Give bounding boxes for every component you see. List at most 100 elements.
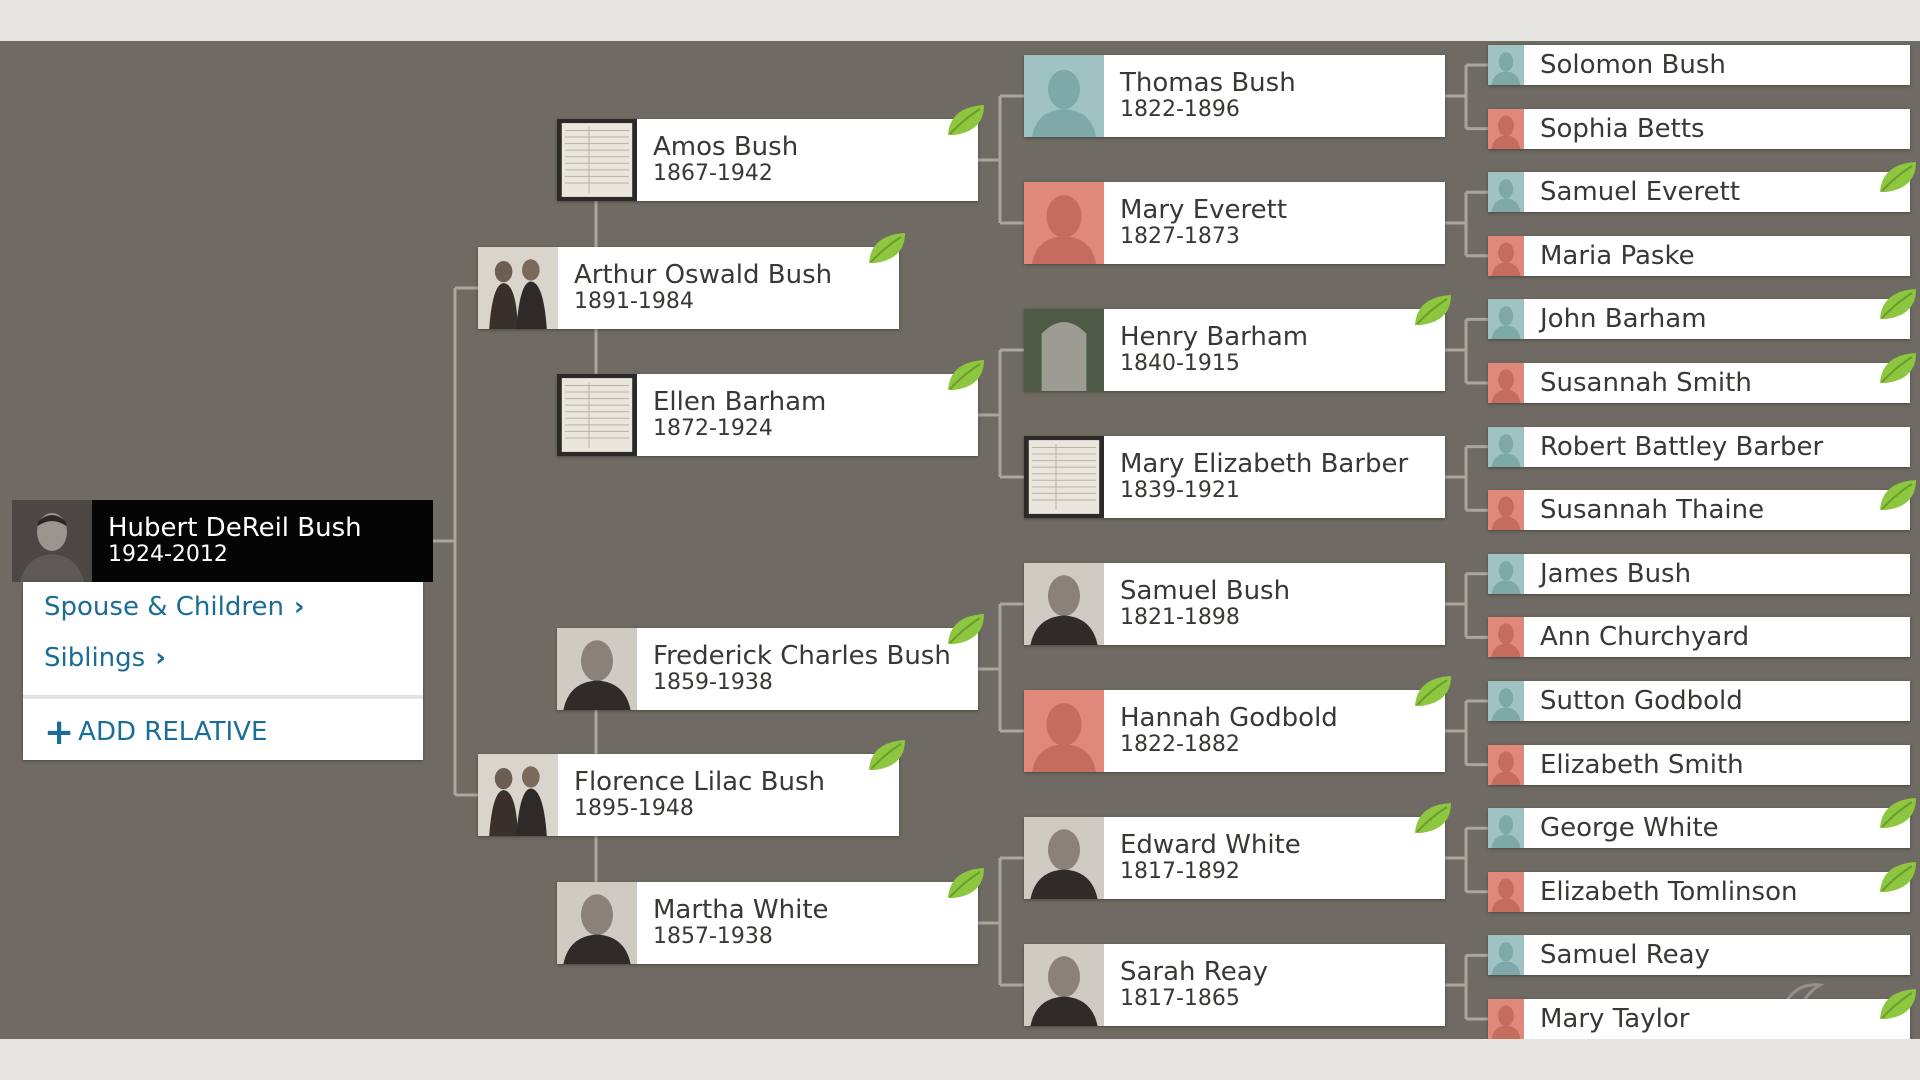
person-photo bbox=[557, 628, 637, 710]
person-name: Maria Paske bbox=[1540, 240, 1695, 271]
hint-leaf-icon[interactable] bbox=[1411, 799, 1455, 839]
person-photo bbox=[557, 882, 637, 964]
person-years: 1817-1865 bbox=[1120, 986, 1240, 1011]
person-card[interactable]: Solomon Bush bbox=[1488, 45, 1910, 85]
person-card[interactable]: Mary Taylor bbox=[1488, 989, 1916, 1039]
chevron-right-icon: › bbox=[155, 643, 166, 673]
silhouette-icon bbox=[1488, 235, 1524, 276]
person-name: Hannah Godbold bbox=[1120, 703, 1338, 733]
silhouette-icon bbox=[1488, 45, 1524, 85]
hint-leaf-icon[interactable] bbox=[1876, 158, 1920, 198]
silhouette-icon bbox=[1488, 999, 1524, 1039]
plus-icon: + bbox=[44, 712, 75, 753]
hint-leaf-icon[interactable] bbox=[1411, 672, 1455, 712]
person-card[interactable]: James Bush bbox=[1488, 553, 1910, 594]
person-card[interactable]: Elizabeth Smith bbox=[1488, 744, 1910, 785]
hint-leaf-icon[interactable] bbox=[865, 736, 909, 776]
person-name: Solomon Bush bbox=[1540, 50, 1726, 80]
silhouette-icon bbox=[1488, 172, 1524, 213]
person-card[interactable]: Ann Churchyard bbox=[1488, 617, 1910, 658]
silhouette-icon bbox=[1488, 299, 1524, 340]
root-person-photo bbox=[12, 500, 92, 582]
hint-leaf-icon[interactable] bbox=[1876, 794, 1920, 834]
person-photo bbox=[1024, 436, 1104, 518]
person-name: Samuel Everett bbox=[1540, 177, 1741, 208]
spouse-children-link[interactable]: Spouse & Children › bbox=[44, 592, 305, 622]
person-name: Samuel Bush bbox=[1120, 576, 1291, 606]
hint-leaf-icon[interactable] bbox=[944, 864, 988, 904]
person-photo bbox=[1024, 817, 1104, 899]
person-card[interactable]: Samuel Reay bbox=[1488, 935, 1910, 976]
person-years: 1867-1942 bbox=[653, 161, 773, 186]
person-name: Martha White bbox=[653, 895, 829, 925]
person-card[interactable]: Samuel Everett bbox=[1488, 162, 1916, 213]
silhouette-icon bbox=[1488, 681, 1524, 721]
person-name: Thomas Bush bbox=[1120, 68, 1296, 98]
person-name: Sarah Reay bbox=[1120, 957, 1269, 987]
person-photo bbox=[1024, 309, 1104, 391]
add-relative-button[interactable]: +ADD RELATIVE bbox=[44, 712, 267, 753]
person-card[interactable]: Susannah Thaine bbox=[1488, 480, 1916, 531]
person-years: 1840-1915 bbox=[1120, 351, 1240, 376]
bottom-strip bbox=[0, 1039, 1920, 1080]
person-card[interactable]: John Barham bbox=[1488, 289, 1916, 340]
person-card[interactable]: Susannah Smith bbox=[1488, 353, 1916, 403]
person-card[interactable]: Robert Battley Barber bbox=[1488, 426, 1910, 467]
person-name: Arthur Oswald Bush bbox=[574, 260, 833, 290]
person-years: 1859-1938 bbox=[653, 670, 773, 695]
person-years: 1895-1948 bbox=[574, 796, 694, 821]
siblings-label: Siblings bbox=[44, 643, 146, 673]
person-photo bbox=[478, 754, 558, 836]
hint-leaf-icon[interactable] bbox=[1876, 985, 1920, 1025]
hint-leaf-icon[interactable] bbox=[1411, 291, 1455, 331]
person-card[interactable]: Sutton Godbold bbox=[1488, 681, 1910, 721]
person-name: George White bbox=[1540, 813, 1719, 844]
root-person-card[interactable]: Hubert DeReil Bush 1924-2012 bbox=[12, 500, 433, 582]
person-name: John Barham bbox=[1540, 304, 1707, 335]
person-years: 1891-1984 bbox=[574, 289, 694, 314]
chevron-right-icon: › bbox=[293, 592, 305, 622]
person-name: Amos Bush bbox=[653, 132, 799, 162]
person-card[interactable]: George White bbox=[1488, 798, 1916, 849]
spouse-children-label: Spouse & Children bbox=[44, 592, 284, 622]
silhouette-icon bbox=[1488, 490, 1524, 531]
person-name: Elizabeth Tomlinson bbox=[1540, 876, 1798, 907]
siblings-link[interactable]: Siblings › bbox=[44, 643, 166, 673]
root-person-menu: Spouse & Children › Siblings › +ADD RELATI… bbox=[23, 582, 423, 760]
person-card[interactable]: Elizabeth Tomlinson bbox=[1488, 861, 1916, 912]
pedigree-tree-canvas[interactable]: Hubert DeReil Bush 1924-2012 Spouse & Ch… bbox=[0, 41, 1920, 1039]
person-name: Elizabeth Smith bbox=[1540, 749, 1744, 780]
hint-leaf-icon[interactable] bbox=[865, 229, 909, 269]
silhouette-icon bbox=[1488, 363, 1524, 403]
person-years: 1872-1924 bbox=[653, 416, 773, 441]
hint-leaf-icon[interactable] bbox=[1876, 476, 1920, 516]
person-name: Ellen Barham bbox=[653, 387, 827, 417]
hint-leaf-icon[interactable] bbox=[1876, 858, 1920, 898]
person-name: Susannah Thaine bbox=[1540, 495, 1765, 526]
add-relative-label: ADD RELATIVE bbox=[78, 717, 268, 747]
hint-leaf-icon[interactable] bbox=[1876, 285, 1920, 325]
hint-leaf-icon[interactable] bbox=[1876, 349, 1920, 389]
person-card[interactable]: Maria Paske bbox=[1488, 235, 1910, 276]
hint-leaf-icon[interactable] bbox=[944, 101, 988, 141]
person-name: Mary Elizabeth Barber bbox=[1120, 449, 1409, 479]
person-card[interactable]: Sophia Betts bbox=[1488, 108, 1910, 149]
hint-leaf-icon[interactable] bbox=[944, 356, 988, 396]
person-photo bbox=[478, 247, 558, 329]
hint-leaf-icon[interactable] bbox=[944, 610, 988, 650]
person-photo bbox=[557, 119, 637, 201]
